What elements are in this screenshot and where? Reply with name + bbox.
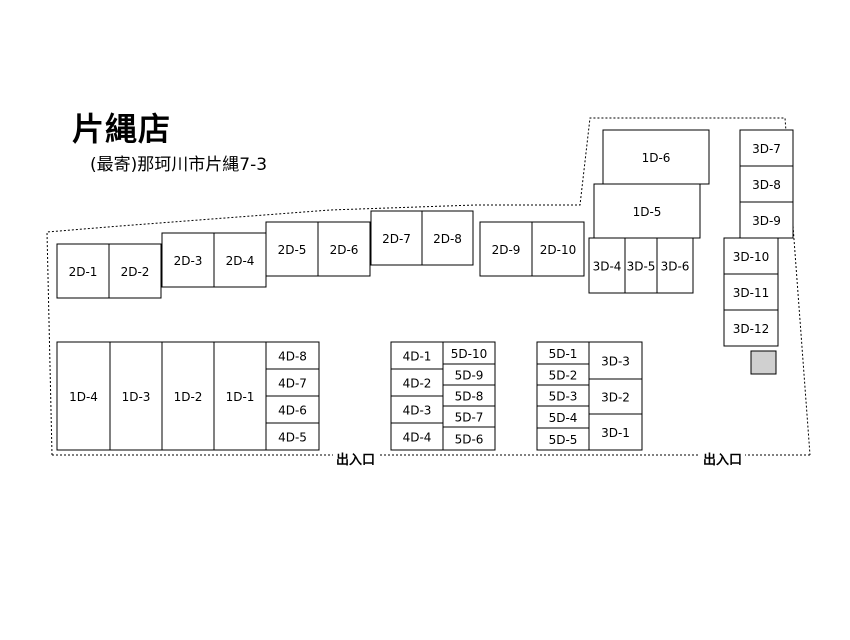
storage-unit-label: 4D-8 <box>278 350 307 364</box>
storage-unit-label: 3D-11 <box>733 286 769 300</box>
storage-unit-3d-8 <box>739 165 794 203</box>
storage-unit-3d-9 <box>739 201 794 239</box>
storage-unit-2d-6 <box>317 221 371 277</box>
storage-unit-label: 5D-2 <box>549 369 578 383</box>
storage-unit-label: 3D-7 <box>752 142 781 156</box>
store-title: 片縄店 <box>72 110 172 148</box>
storage-unit-3d-5 <box>624 237 658 294</box>
storage-unit-label: 5D-7 <box>455 411 484 425</box>
storage-unit-3d-7 <box>739 129 794 167</box>
storage-unit-label: 2D-7 <box>382 232 411 246</box>
storage-unit-label: 5D-9 <box>455 369 484 383</box>
storage-unit-label: 3D-10 <box>733 250 769 264</box>
storage-unit-label: 5D-1 <box>549 347 578 361</box>
storage-unit-label: 5D-5 <box>549 433 578 447</box>
storage-unit-label: 1D-6 <box>642 151 671 165</box>
storage-unit-1d-6 <box>602 129 710 185</box>
storage-unit-label: 1D-5 <box>633 205 662 219</box>
storage-unit-4d-5 <box>265 422 320 451</box>
storage-unit-1d-1 <box>213 341 267 451</box>
storage-unit-2d-3 <box>161 232 215 288</box>
storage-unit-2d-2 <box>108 243 162 299</box>
storage-unit-4d-8 <box>265 341 320 370</box>
storage-unit-2d-1 <box>56 243 110 299</box>
storage-unit-5d-6 <box>442 426 496 451</box>
storage-unit-2d-4 <box>213 232 267 288</box>
storage-unit-label: 4D-6 <box>278 404 307 418</box>
storage-unit-label: 3D-6 <box>661 260 690 274</box>
storage-unit-label: 4D-4 <box>403 431 432 445</box>
storage-unit-2d-9 <box>479 221 533 277</box>
storage-unit-label: 1D-4 <box>69 390 98 404</box>
storage-unit-label: 2D-10 <box>540 243 576 257</box>
storage-unit-3d-6 <box>656 237 694 294</box>
storage-unit-label: 3D-2 <box>601 391 630 405</box>
storage-unit-3d-12 <box>723 309 779 347</box>
storage-unit-label: 2D-2 <box>121 265 150 279</box>
storage-unit-label: 3D-1 <box>601 426 630 440</box>
storage-unit-label: 2D-9 <box>492 243 521 257</box>
storage-unit-2d-5 <box>265 221 319 277</box>
storage-unit-label: 3D-5 <box>627 260 656 274</box>
storage-unit-3d-3 <box>588 341 643 380</box>
storage-unit-label: 3D-4 <box>593 260 622 274</box>
storage-unit-label: 3D-8 <box>752 178 781 192</box>
storage-unit-1d-2 <box>161 341 215 451</box>
storage-unit-label: 5D-6 <box>455 433 484 447</box>
storage-unit-label: 5D-10 <box>451 347 487 361</box>
storage-unit-label: 4D-1 <box>403 350 432 364</box>
storage-unit-3d-11 <box>723 273 779 311</box>
storage-unit-label: 1D-1 <box>226 390 255 404</box>
storage-unit-1d-4 <box>56 341 111 451</box>
storage-unit-1d-5 <box>593 183 701 239</box>
storage-unit-label: 4D-5 <box>278 431 307 445</box>
storage-unit-label: 5D-4 <box>549 411 578 425</box>
storage-unit-label: 2D-6 <box>330 243 359 257</box>
storage-unit-label: 5D-8 <box>455 390 484 404</box>
storage-unit-4d-6 <box>265 395 320 424</box>
storage-unit-label: 2D-4 <box>226 254 255 268</box>
utility-marker <box>750 350 777 375</box>
storage-unit-label: 3D-3 <box>601 355 630 369</box>
storage-unit-2d-8 <box>421 210 474 266</box>
storage-unit-1d-3 <box>109 341 163 451</box>
storage-unit-2d-7 <box>370 210 423 266</box>
store-address: (最寄)那珂川市片縄7-3 <box>90 155 268 175</box>
storage-unit-label: 2D-3 <box>174 254 203 268</box>
storage-unit-label: 4D-3 <box>403 404 432 418</box>
storage-unit-label: 4D-2 <box>403 377 432 391</box>
entrance-exit-label: 出入口 <box>333 449 379 468</box>
storage-unit-label: 2D-1 <box>69 265 98 279</box>
storage-unit-4d-2 <box>390 368 444 397</box>
storage-unit-label: 1D-3 <box>122 390 151 404</box>
storage-unit-label: 4D-7 <box>278 377 307 391</box>
storage-unit-label: 3D-12 <box>733 322 769 336</box>
storage-unit-3d-10 <box>723 237 779 275</box>
entrance-exit-label: 出入口 <box>700 449 746 468</box>
storage-unit-4d-4 <box>390 422 444 451</box>
storage-unit-4d-7 <box>265 368 320 397</box>
storage-unit-3d-1 <box>588 413 643 451</box>
storage-unit-label: 1D-2 <box>174 390 203 404</box>
storage-unit-label: 5D-3 <box>549 390 578 404</box>
storage-unit-2d-10 <box>531 221 585 277</box>
storage-unit-label: 2D-5 <box>278 243 307 257</box>
storage-unit-label: 2D-8 <box>433 232 462 246</box>
storage-unit-3d-2 <box>588 378 643 415</box>
storage-unit-label: 3D-9 <box>752 214 781 228</box>
